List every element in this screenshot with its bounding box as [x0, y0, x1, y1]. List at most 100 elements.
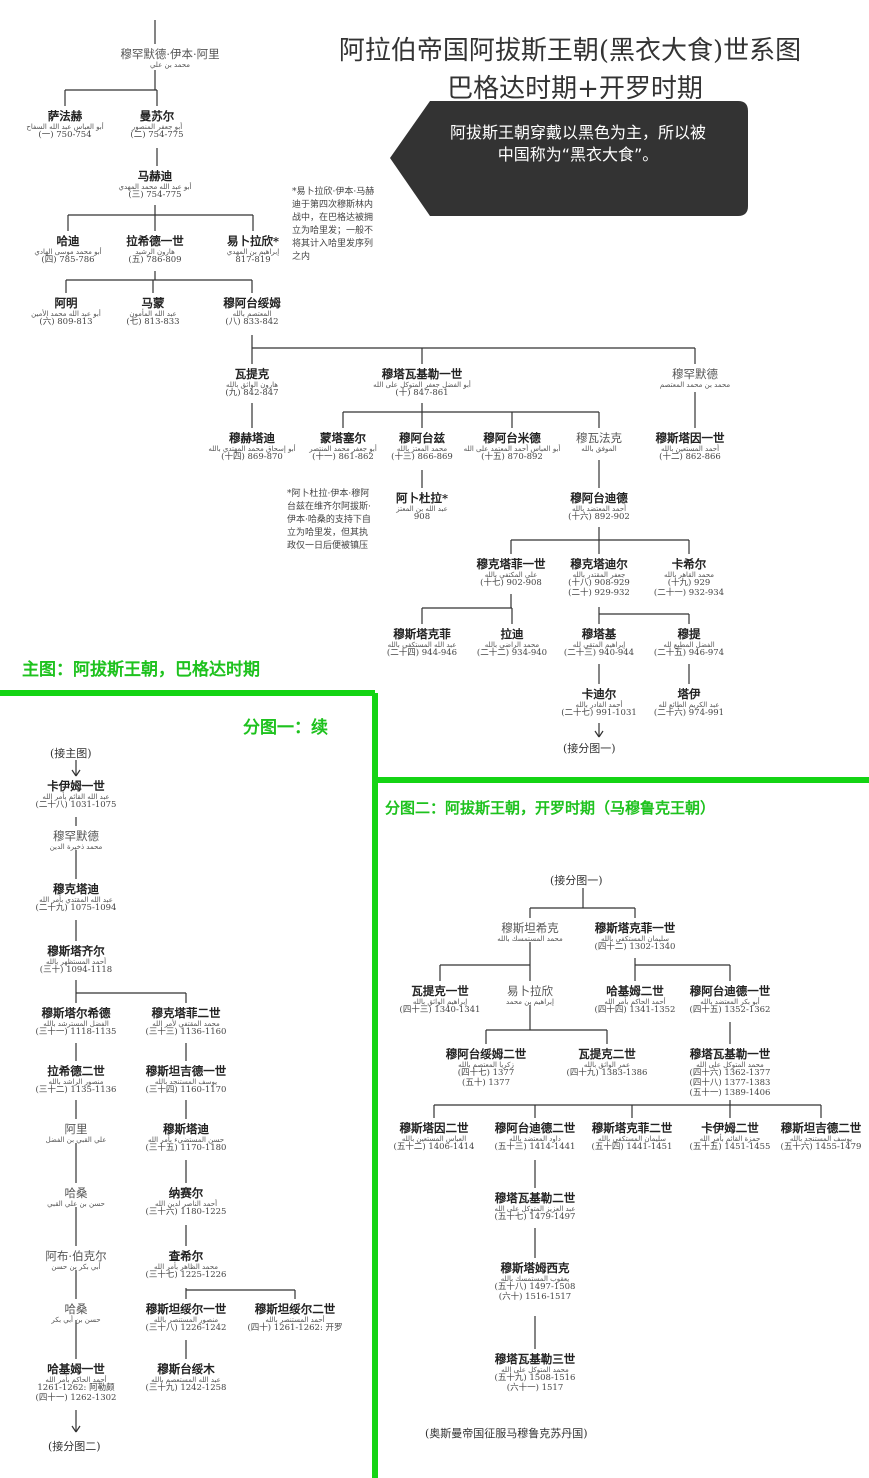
caliph-name: 穆塔瓦基勒一世 [689, 1047, 771, 1061]
arabic-name: محمد الظاهر بأمر الله [153, 1263, 218, 1272]
lineage-line [75, 1425, 81, 1433]
reign-dates: (五十) 1377 [462, 1078, 510, 1089]
caliph-name: 穆罕默德 [672, 367, 718, 381]
caliph-name: 穆塔瓦基勒二世 [494, 1191, 576, 1205]
label-ottoman: (奥斯曼帝国征服马穆鲁克苏丹国) [425, 1427, 588, 1440]
arabic-name: إبراهيم المتقي لله [572, 641, 626, 650]
arabic-name: داود المعتضد بالله [509, 1135, 561, 1144]
arabic-name: عبد العزيز المتوكل على الله [494, 1205, 576, 1214]
reign-dates: (五十四) 1441-1451 [591, 1142, 673, 1153]
lineage-line [598, 730, 604, 738]
caliph-name: 穆斯坦吉德二世 [780, 1121, 862, 1135]
reign-dates: (四十九) 1383-1386 [566, 1068, 648, 1079]
caliph-name: 穆塔瓦基勒三世 [494, 1352, 576, 1366]
arabic-name: الفضل المسترشد بالله [43, 1020, 109, 1029]
reign-dates: 1261-1262: 阿勒颇 [37, 1383, 115, 1394]
arabic-name: أبو محمد موسى الهادي [34, 248, 102, 257]
arabic-name: أبو بكر المعتضد بالله [700, 998, 760, 1007]
reign-dates: (三十一) 1118-1135 [35, 1027, 117, 1038]
label-to-sub1: (接分图一) [563, 742, 616, 755]
arabic-name: محمد المتوكل على الله [696, 1061, 764, 1070]
reign-dates: (六十) 1516-1517 [498, 1292, 572, 1303]
caliph-name: 穆提 [677, 627, 701, 641]
caliph-name: 穆斯坦绥尔二世 [254, 1302, 336, 1316]
arabic-name: أحمد المستعين بالله [660, 445, 720, 454]
reign-dates: (十五) 870-892 [481, 452, 543, 463]
arabic-name: هارون الواثق بالله [226, 381, 278, 390]
arabic-name: علي القبي بن الفضل [45, 1136, 107, 1145]
arabic-name: المعتصم بالله [232, 310, 272, 319]
arabic-name: أبو جعفر محمد المنتصر [309, 445, 377, 454]
caliph-name: 哈基姆二世 [606, 984, 664, 998]
arabic-name: أبو الفضل جعفر المتوكل على الله [373, 381, 471, 390]
reign-dates: 817-819 [235, 255, 271, 266]
caliph-name: 瓦提克二世 [578, 1047, 636, 1061]
caliph-name: 易卜拉欣* [226, 234, 279, 248]
reign-dates: (十四) 869-870 [221, 452, 283, 463]
reign-dates: (五十二) 1406-1414 [393, 1142, 475, 1153]
section-sub1: 分图一：续 [243, 718, 328, 738]
caliph-name: 卡迪尔 [581, 687, 617, 701]
lineage-line [75, 769, 81, 777]
caliph-name: 查希尔 [168, 1249, 204, 1263]
caliph-name: 马赫迪 [137, 169, 173, 183]
caliph-name: 纳赛尔 [168, 1186, 204, 1200]
label-from-sub1: (接分图一) [550, 874, 603, 887]
reign-dates: 908 [413, 512, 431, 523]
caliph-name: 拉希德二世 [47, 1064, 105, 1078]
arabic-name: منصور الراشد بالله [48, 1078, 104, 1087]
reign-dates: (二) 754-775 [130, 130, 184, 141]
arabic-name: عبد الله المستكفي بالله [387, 641, 457, 650]
arabic-name: إبراهيم بن المهدي [226, 248, 280, 257]
arabic-name: يعقوب المستمسك بالله [500, 1275, 570, 1284]
arabic-name: يوسف المستنجد بالله [154, 1078, 218, 1087]
reign-dates: (六十一) 1517 [506, 1383, 564, 1394]
label-to-sub2: (接分图二) [48, 1440, 101, 1453]
reign-dates: (三十四) 1160-1170 [145, 1085, 227, 1096]
arabic-name: أبو العباس عبد الله السفاح [26, 123, 104, 132]
caliph-name: 易卜拉欣 [507, 984, 553, 998]
lineage-line [594, 730, 600, 738]
note-ibrahim: *易卜拉欣·伊本·马赫 迪于第四次穆斯林内 战中，在巴格达被拥 立为哈里发；一般… [292, 187, 375, 263]
caliph-name: 阿卜杜拉* [395, 491, 448, 505]
arabic-name: عبد الله بن المعتز [396, 505, 448, 514]
arabic-name: محمد بن محمد المعتصم [659, 381, 731, 390]
caliph-name: 卡伊姆二世 [701, 1121, 759, 1135]
caliph-name: 穆斯塔因一世 [655, 431, 725, 445]
arabic-name: حسن بن علي القبي [47, 1200, 105, 1209]
reign-dates: (三十三) 1136-1160 [145, 1027, 227, 1038]
arabic-name: جعفر المقتدر بالله [572, 571, 626, 580]
caliph-name: 穆塔基 [581, 627, 617, 641]
arabic-name: الفضل المطيع لله [663, 641, 715, 650]
caliph-name: 卡伊姆一世 [47, 779, 105, 793]
arabic-name: أحمد الحاكم بأمر الله [45, 1376, 107, 1385]
arabic-name: محمد المعتز بالله [396, 445, 448, 454]
reign-dates: (三十七) 1225-1226 [145, 1270, 227, 1281]
caliph-name: 蒙塔塞尔 [320, 431, 366, 445]
arabic-name: محمد المقتفي لأمر الله [152, 1020, 220, 1029]
arabic-name: يوسف المستنجد بالله [789, 1135, 853, 1144]
reign-dates: (三十九) 1242-1258 [145, 1383, 227, 1394]
